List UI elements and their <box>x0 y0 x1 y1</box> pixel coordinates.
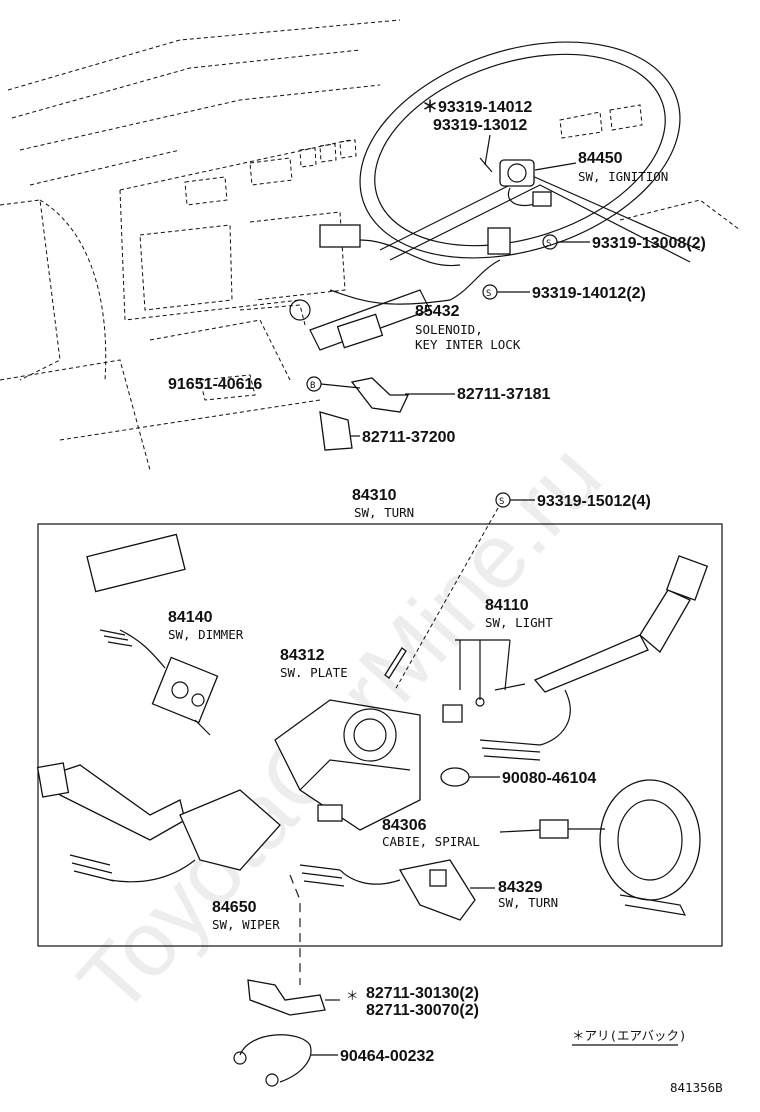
label-82711-30070: 82711-30070(2) <box>366 1002 479 1019</box>
star-mark: ＊ <box>346 988 359 1003</box>
label-84312-name: SW. PLATE <box>280 665 348 680</box>
wire-harness-part <box>233 1034 312 1087</box>
symbol-s-icon: S <box>486 289 491 299</box>
label-85432-name-2: KEY INTER LOCK <box>415 337 521 352</box>
label-93319-13012: 93319-13012 <box>433 117 527 134</box>
label-84329-name: SW, TURN <box>498 895 558 910</box>
clamp-part <box>440 767 470 787</box>
symbol-b-icon: B <box>310 381 315 391</box>
turn-switch-lower-part <box>299 859 476 921</box>
label-82711-37181: 82711-37181 <box>457 386 551 403</box>
label-84310: 84310 <box>352 487 397 504</box>
light-switch-part <box>442 555 709 761</box>
label-84650-name: SW, WIPER <box>212 917 280 932</box>
wiper-switch-part <box>36 762 281 883</box>
plate-screw <box>384 647 407 679</box>
diagram-code: 841356B <box>670 1080 723 1095</box>
label-82711-37200: 82711-37200 <box>362 429 456 446</box>
label-84450-name: SW, IGNITION <box>578 169 668 184</box>
label-84329: 84329 <box>498 879 543 896</box>
dashboard-illustration <box>0 19 741 471</box>
label-84306-name: CABIE, SPIRAL <box>382 834 480 849</box>
label-90464-00232: 90464-00232 <box>340 1048 434 1065</box>
label-84110-name: SW, LIGHT <box>485 615 553 630</box>
ignition-switch-part <box>479 157 552 255</box>
dimmer-switch-part <box>99 629 219 736</box>
label-85432: 85432 <box>415 303 460 320</box>
label-93319-15012: 93319-15012(4) <box>537 493 651 510</box>
label-82711-30130: 82711-30130(2) <box>366 985 479 1002</box>
turn-switch-body-part <box>274 699 421 831</box>
spiral-cable-part <box>539 779 701 916</box>
assembly-frame <box>37 523 723 947</box>
airbag-note: ＊アリ(エアバック) <box>572 1028 687 1043</box>
label-93319-14012-star: ＊93319-14012 <box>422 99 532 116</box>
clip-parts <box>247 979 340 1016</box>
symbol-s-icon: S <box>546 239 551 249</box>
connector-block <box>86 533 186 593</box>
bracket-parts <box>319 377 410 451</box>
label-84312: 84312 <box>280 647 325 664</box>
label-85432-name-1: SOLENOID, <box>415 322 483 337</box>
label-93319-14012-2: 93319-14012(2) <box>532 285 646 302</box>
label-84306: 84306 <box>382 817 427 834</box>
label-91651-40616: 91651-40616 <box>168 376 262 393</box>
label-90080-46104: 90080-46104 <box>502 770 596 787</box>
label-84310-name: SW, TURN <box>354 505 414 520</box>
label-93319-13008: 93319-13008(2) <box>592 235 706 252</box>
label-84110: 84110 <box>485 597 529 614</box>
label-84140: 84140 <box>168 609 213 626</box>
symbol-s-icon: S <box>499 497 504 507</box>
label-84650: 84650 <box>212 899 257 916</box>
label-84450: 84450 <box>578 150 623 167</box>
label-84140-name: SW, DIMMER <box>168 627 244 642</box>
